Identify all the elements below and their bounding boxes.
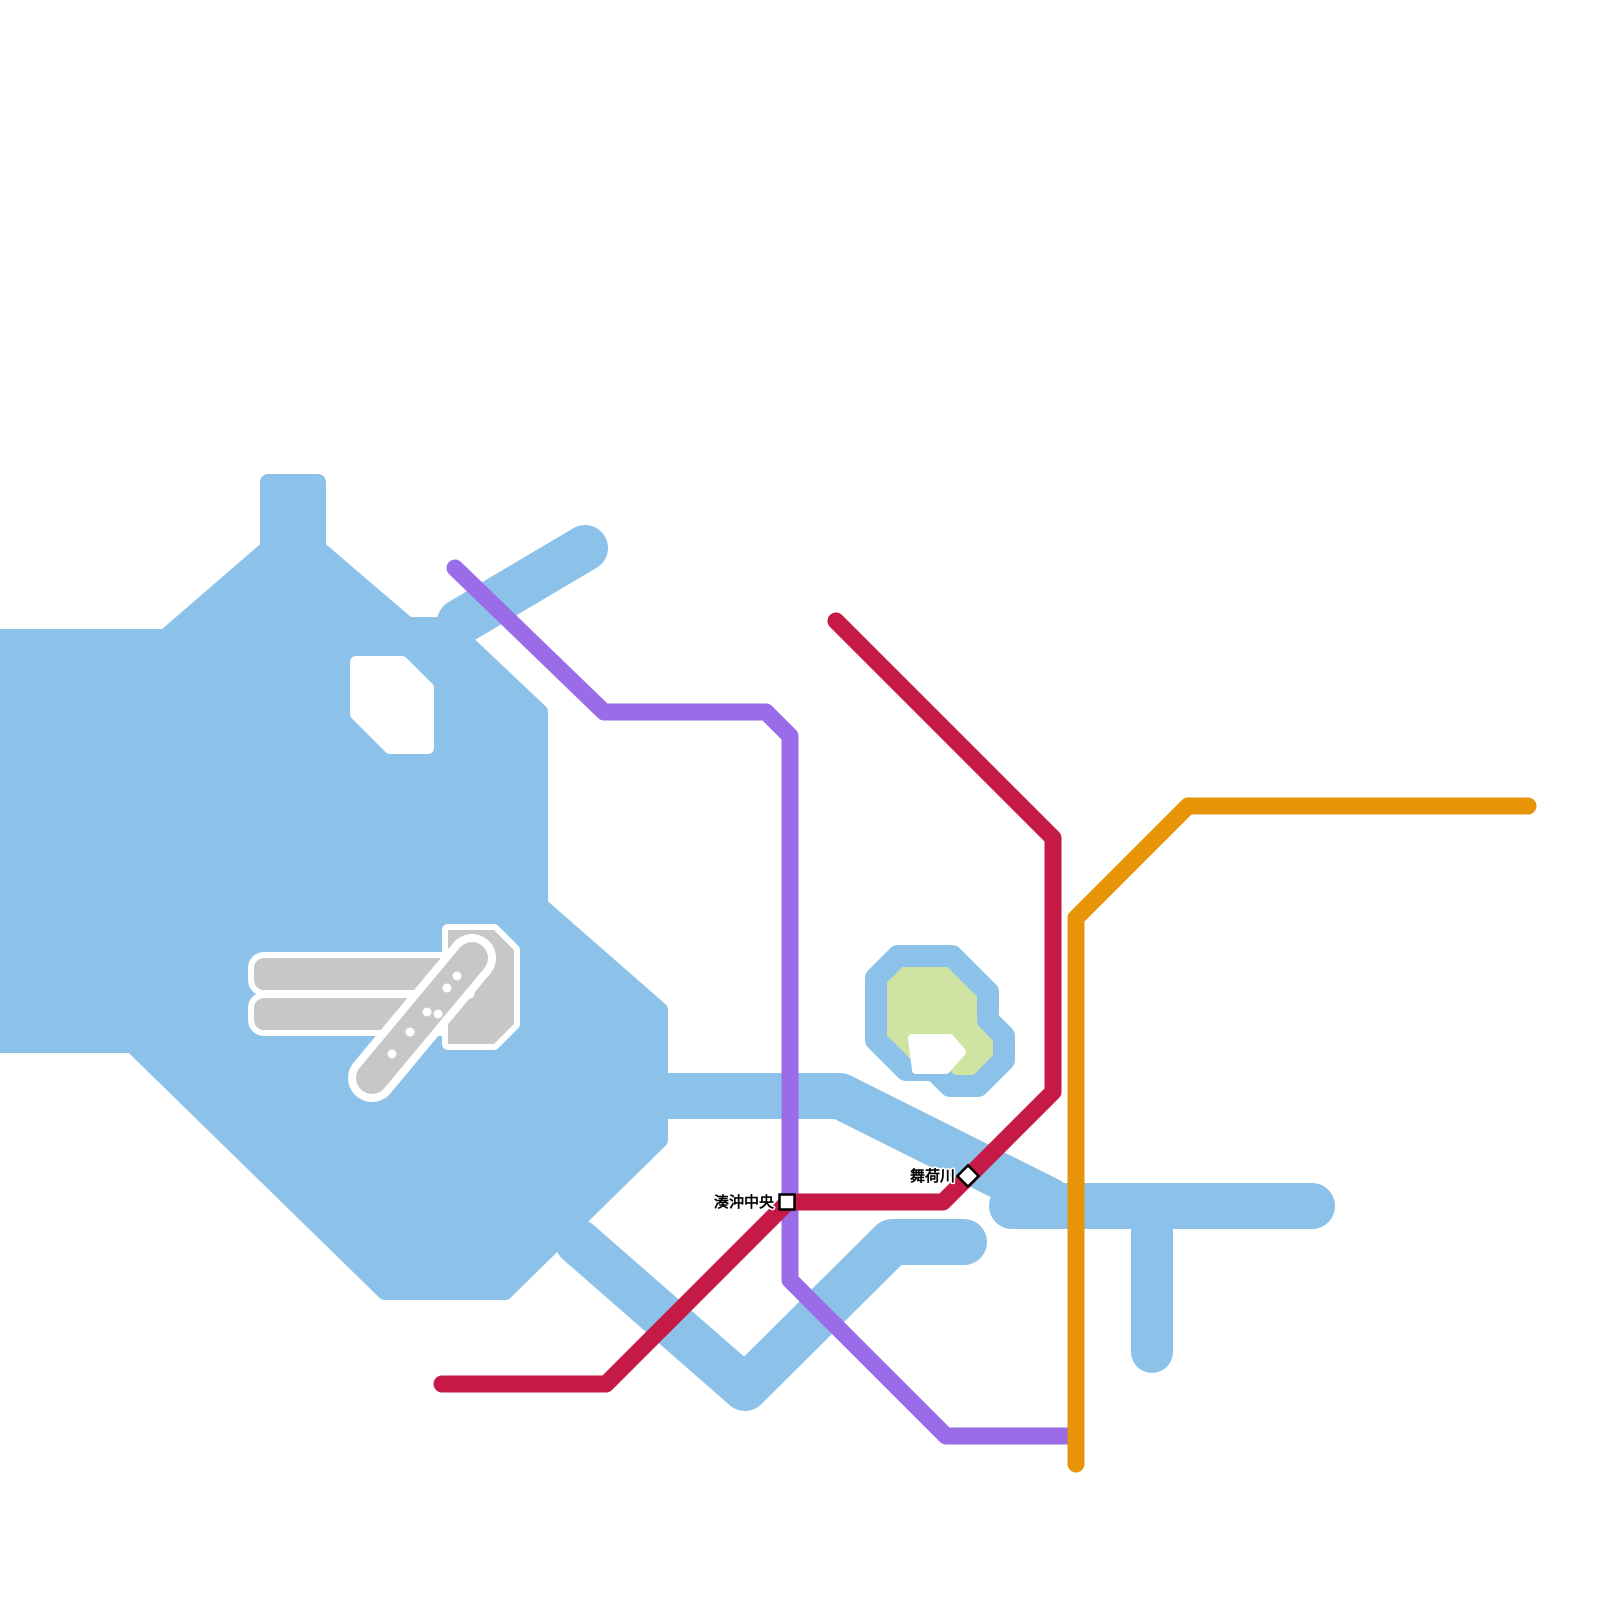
water-layer: [0, 474, 1335, 1411]
crimson-line[interactable]: [433, 612, 1062, 1393]
station-minatooki-chuo: 湊沖中央: [712, 1192, 796, 1213]
pier-dots: [387, 971, 475, 1059]
park-island-notch: [908, 1034, 966, 1074]
park-island: [865, 945, 1015, 1097]
bay: [0, 474, 668, 1300]
channel-north-diagonal: [437, 525, 608, 645]
harbor-structure: [248, 924, 520, 1102]
park-island-group: [865, 945, 1015, 1097]
diamond-station-marker[interactable]: [955, 1163, 981, 1189]
station-label-minatooki-chuo: 湊沖中央: [714, 1193, 775, 1211]
orange-line[interactable]: [1067, 797, 1537, 1473]
station-label-maikagawa: 舞荷川: [910, 1167, 955, 1185]
station-maikagawa: 舞荷川: [908, 1163, 981, 1189]
transit-lines-layer: [433, 559, 1537, 1473]
square-station-marker[interactable]: [778, 1193, 796, 1211]
bay-inlet-notch: [350, 656, 434, 754]
purple-line[interactable]: [446, 559, 1077, 1445]
